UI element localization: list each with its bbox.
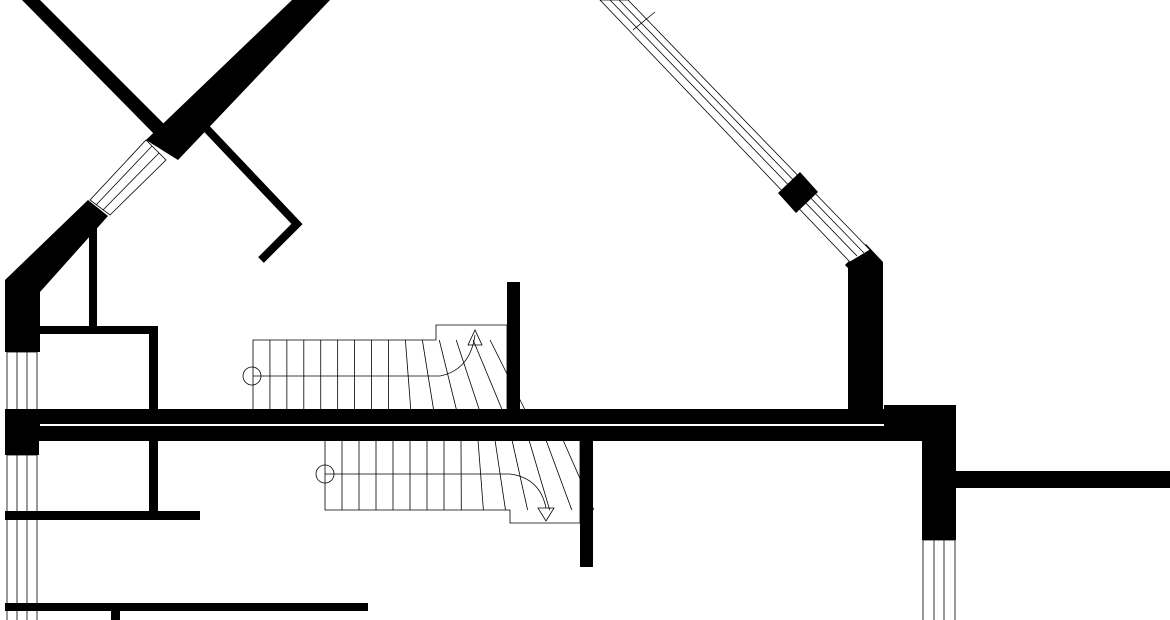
stair-tread xyxy=(477,439,484,511)
window-left-lower xyxy=(6,454,38,620)
staircase-upper xyxy=(242,324,526,411)
wall-room-top xyxy=(38,326,158,334)
wall-right-vertical xyxy=(922,405,956,540)
wall-thin-vertical xyxy=(89,215,97,333)
wall-bottom-stub xyxy=(111,610,120,620)
stair-tread xyxy=(562,439,595,511)
staircase-lower xyxy=(315,439,595,524)
stair-tread xyxy=(472,339,503,411)
wall-corner-left xyxy=(5,200,108,352)
window-left-upper xyxy=(6,351,38,411)
wall-right-horizontal xyxy=(955,471,1170,488)
wall-diagonal-thick xyxy=(146,0,330,160)
wall-right-angled xyxy=(845,244,883,422)
stair-start-marker xyxy=(242,366,262,386)
wall-lower-vertical xyxy=(149,440,158,515)
window-diagonal-left xyxy=(89,139,167,216)
wall-bottom-horizontal xyxy=(5,603,368,611)
stair-tread xyxy=(438,339,457,411)
stair-tread xyxy=(489,339,526,411)
stair-start-marker xyxy=(315,464,335,484)
stair-tread xyxy=(511,439,528,511)
window-mullion-block xyxy=(778,172,818,213)
window-right-vertical xyxy=(922,539,956,620)
stair-tread xyxy=(494,439,506,511)
wall-diagonal-partition xyxy=(202,124,303,263)
wall-lower-horizontal xyxy=(5,511,200,520)
window-diagonal-right xyxy=(599,0,871,263)
wall-stair-lower xyxy=(580,440,593,567)
stair-tread xyxy=(528,439,551,511)
wall-diagonal-top-left xyxy=(22,0,168,138)
wall-left-pier xyxy=(5,409,39,455)
stair-tread xyxy=(455,339,480,411)
stair-tread xyxy=(545,439,573,511)
wall-stair-upper xyxy=(507,282,520,412)
stair-tread xyxy=(421,339,435,411)
stair-tread xyxy=(405,339,412,411)
stair-direction-arrow xyxy=(537,507,555,522)
wall-room-side xyxy=(149,326,158,412)
